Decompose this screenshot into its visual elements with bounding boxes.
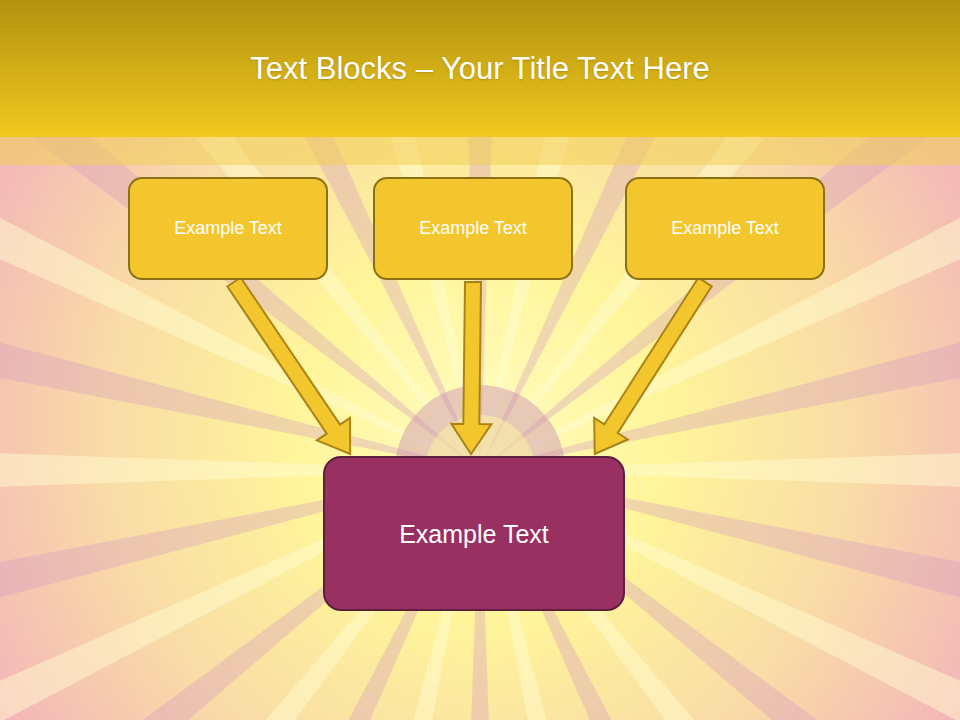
block-label: Example Text [419,218,527,240]
slide-title: Text Blocks – Your Title Text Here [250,51,710,86]
text-block: Example Text [323,456,625,611]
title-band [0,137,960,165]
text-block: Example Text [625,177,825,280]
block-arrow [227,278,350,454]
block-label: Example Text [671,218,779,240]
block-label: Example Text [174,218,282,240]
block-label: Example Text [399,519,549,549]
title-bar [0,0,960,137]
text-block: Example Text [128,177,328,280]
title-container: Text Blocks – Your Title Text Here [0,50,960,87]
block-arrow [594,278,712,454]
block-arrow [451,282,491,454]
text-block: Example Text [373,177,573,280]
